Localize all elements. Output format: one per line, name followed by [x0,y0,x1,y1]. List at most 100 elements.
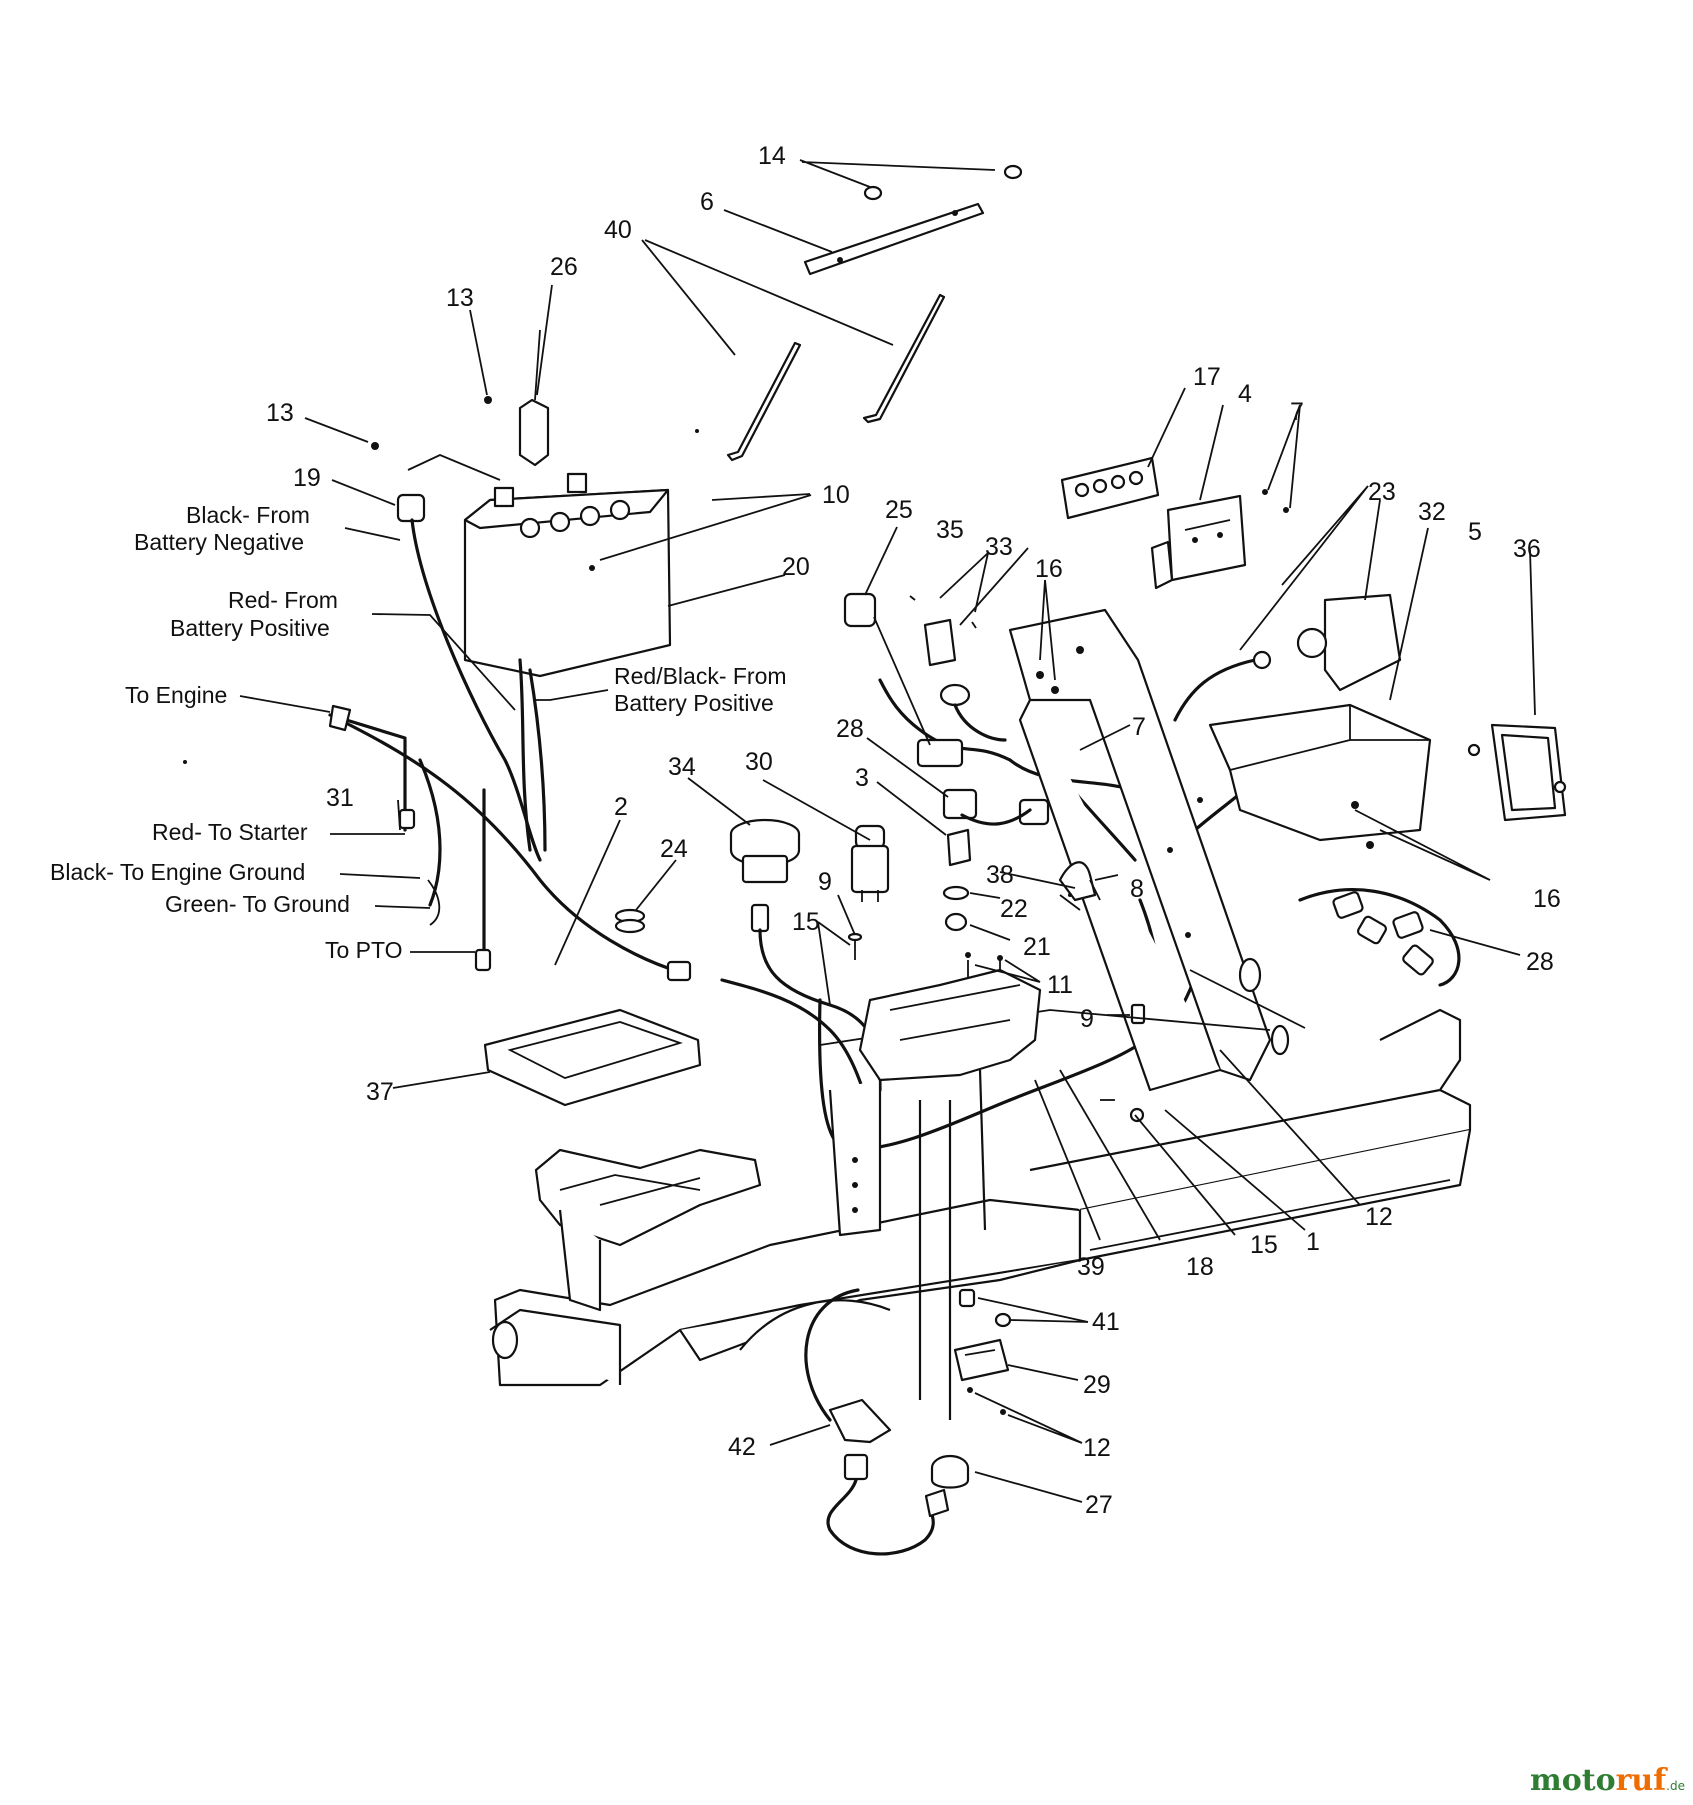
callout-38: 38 [986,861,1014,889]
callout-24: 24 [660,835,688,863]
chassis-frame [489,1008,1472,1420]
speck [183,760,187,764]
washer-22 [942,885,970,901]
callout-3: 3 [855,764,869,792]
screw-7 [1262,489,1268,495]
nut-12a [967,1387,973,1393]
switch-33 [923,618,1007,742]
callout-7b: 7 [1132,713,1146,741]
connector-28 [916,738,1050,826]
callout-14: 14 [758,142,786,170]
callout-1: 1 [1306,1228,1320,1256]
dash-support [1008,608,1290,1092]
callout-37: 37 [366,1078,394,1106]
callout-32: 32 [1418,498,1446,526]
label-red-from-2: Battery Positive [170,615,330,641]
callout-23: 23 [1368,478,1396,506]
callout-22: 22 [1000,895,1028,923]
callout-36: 36 [1513,535,1541,563]
nut-13a [371,442,379,450]
callout-19: 19 [293,464,321,492]
speck [1068,893,1072,897]
wire-labels: Black- From Battery Negative Red- From B… [50,502,787,963]
callout-21: 21 [1023,933,1051,961]
bracket-42 [828,1398,892,1444]
label-redblack-2: Battery Positive [614,690,774,716]
callout-17: 17 [1193,363,1221,391]
label-black-from-1: Black- From [186,502,310,528]
light-32 [1296,593,1402,692]
watermark-ruf: ruf [1616,1763,1669,1798]
clips-14 [863,164,1023,201]
speck [695,429,699,433]
callout-9: 9 [818,868,832,896]
callout-18: 18 [1186,1253,1214,1281]
callout-13: 13 [446,284,474,312]
top-bracket-6 [803,202,985,276]
rods-40 [726,293,946,462]
ignition-30 [850,824,890,902]
callout-20: 20 [782,553,810,581]
leader-lines [304,159,1536,1503]
decal-17 [1060,456,1160,520]
callout-34: 34 [668,753,696,781]
front-pedestal [828,968,1042,1237]
callout-16b: 16 [1533,885,1561,913]
label-to-engine: To Engine [125,682,227,708]
bolt-9 [847,932,863,960]
callout-40: 40 [604,216,632,244]
callout-12: 12 [1365,1203,1393,1231]
callout-13b: 13 [266,399,294,427]
callout-42: 42 [728,1433,756,1461]
callout-8: 8 [1130,875,1144,903]
spacers-41 [958,1288,1012,1328]
callout-28b: 28 [1526,948,1554,976]
nut-15b [1129,1107,1145,1123]
callout-7: 7 [1290,398,1304,426]
callout-9b: 9 [1080,1005,1094,1033]
nut-21 [944,912,968,932]
watermark-moto: moto [1530,1763,1616,1798]
callout-35: 35 [936,516,964,544]
bracket-38 [1058,861,1101,911]
label-black-from-2: Battery Negative [134,529,304,555]
callout-11: 11 [1047,971,1073,999]
callout-31: 31 [326,784,354,812]
callout-30: 30 [745,748,773,776]
label-red-from-1: Red- From [228,587,338,613]
callout-41: 41 [1092,1308,1120,1336]
label-black-ground: Black- To Engine Ground [50,859,305,885]
callout-29: 29 [1083,1371,1111,1399]
callout-28: 28 [836,715,864,743]
callout-6: 6 [700,188,714,216]
callout-39: 39 [1077,1253,1105,1281]
fuse-24 [614,908,646,934]
callout-12b: 12 [1083,1434,1111,1462]
screw-35a [909,595,916,601]
switch-25 [843,592,877,628]
svg-text:motoruf.de: motoruf.de [1530,1763,1685,1798]
part-3 [946,828,972,867]
frame-36 [1467,723,1567,822]
battery-cables [328,518,682,974]
callout-15: 15 [792,908,820,936]
callout-33: 33 [985,533,1013,561]
tray-37 [483,1008,702,1107]
callout-15b: 15 [1250,1231,1278,1259]
screw-35b [971,621,977,629]
label-redblack-1: Red/Black- From [614,663,787,689]
callout-10: 10 [822,481,850,509]
callout-16: 16 [1035,555,1063,583]
screw-7b [1283,507,1289,513]
callout-2: 2 [614,793,628,821]
callout-4: 4 [1238,380,1252,408]
housing-5 [1208,703,1432,849]
bracket-4 [1150,494,1247,590]
connectors-28-right [1298,888,1461,987]
watermark-tld: .de [1666,1779,1685,1793]
nut-13b [484,396,492,404]
label-to-pto: To PTO [325,937,403,963]
motoruf-watermark: motoruf.de [1530,1763,1685,1798]
